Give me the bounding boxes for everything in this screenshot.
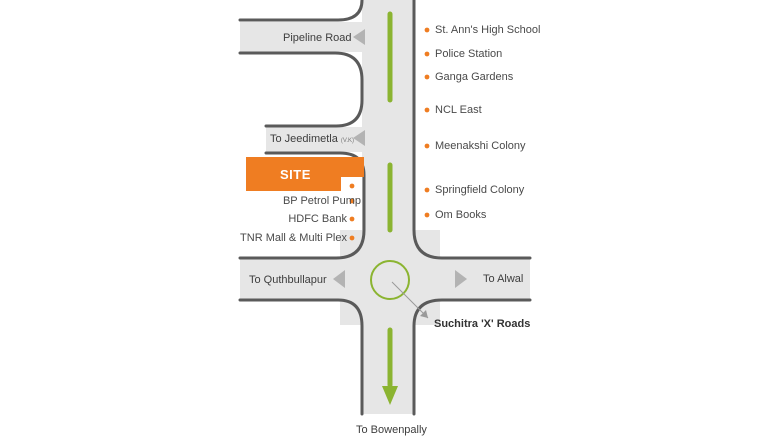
landmark-left-item: HDFC Bank [288,213,347,225]
pipeline-arrow-icon [353,29,365,45]
landmark-right-item: Om Books [435,209,487,221]
landmark-right-item: Springfield Colony [435,184,525,196]
direction-arrows [333,29,467,288]
landmark-right-item: Ganga Gardens [435,71,514,83]
junction-label: Suchitra 'X' Roads [434,318,531,330]
jeedimetla-road-note: (V.K) [340,138,354,144]
quthbullapur-arrow-icon [333,270,345,288]
junction-circle [370,260,410,300]
road-surface [240,0,530,414]
landmark-right-item: St. Ann's High School [435,24,541,36]
landmark-dots-right [424,27,430,218]
bowenpally-road-label: To Bowenpally [356,424,427,436]
alwal-road-label: To Alwal [483,273,524,285]
site-label: SITE [280,167,311,182]
south-arrow-icon [382,386,398,405]
road-edges [238,0,532,416]
alwal-arrow-icon [455,270,467,288]
landmark-left-item: BP Petrol Pump [282,195,361,207]
site-block [246,157,364,191]
pipeline-road-label: Pipeline Road [283,32,352,44]
jeedimetla-road-text: To Jeedimetla [270,133,338,145]
quthbullapur-road-label: To Quthbullapur [249,274,327,286]
junction-pointer [391,281,429,319]
landmark-left-item: TNR Mall & Multi Plex [240,232,347,244]
jeedimetla-road-label: To Jeedimetla(V.K) [270,133,354,147]
jeedimetla-arrow-icon [353,130,365,146]
landmark-right-item: Meenakshi Colony [435,140,526,152]
landmark-right-item: Police Station [435,48,503,60]
landmark-dots-left [349,183,355,241]
landmark-right-item: NCL East [435,104,482,116]
